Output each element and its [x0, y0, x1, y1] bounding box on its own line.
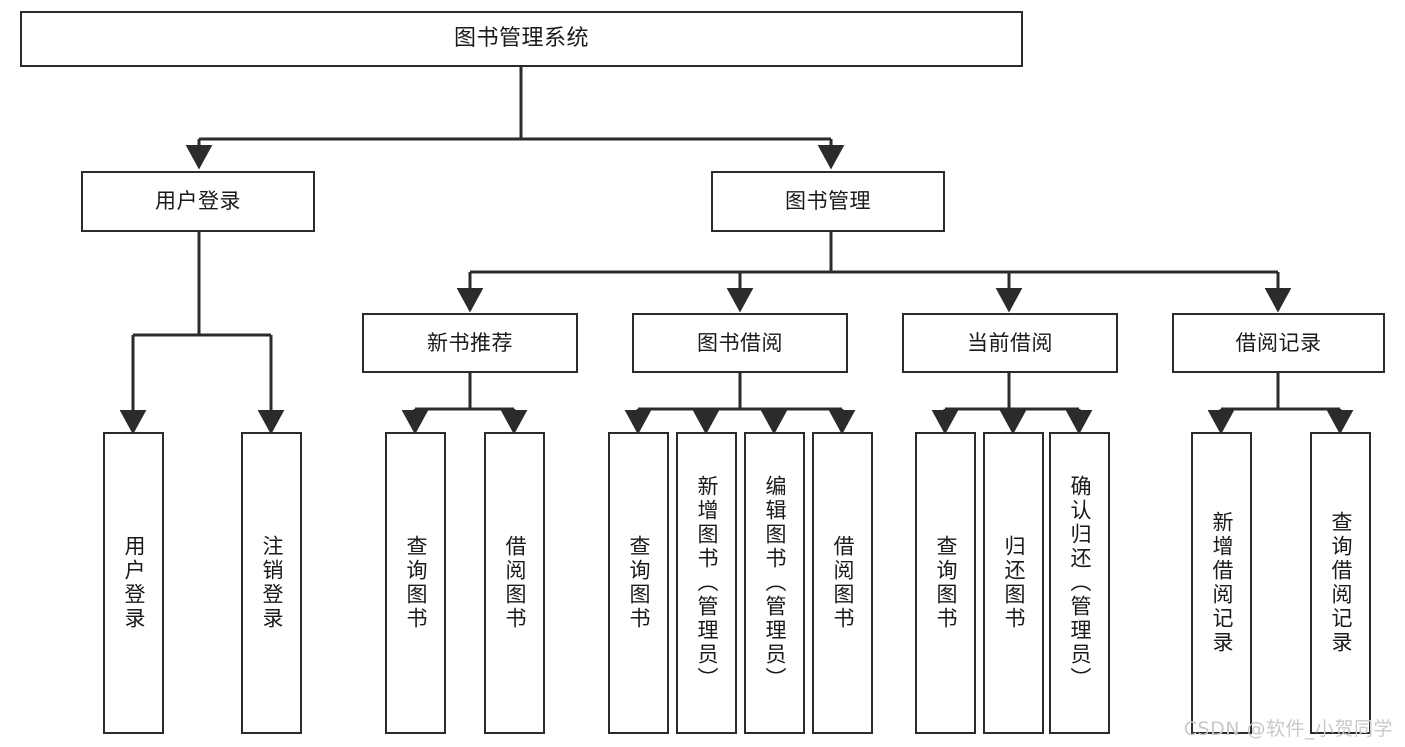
node-label: 查询借阅记录 [1329, 511, 1353, 655]
node-root-book-management-system[interactable]: 图书管理系统 [20, 11, 1023, 67]
leaf-borrow-book-1[interactable]: 借阅图书 [484, 432, 545, 734]
node-label: 借阅图书 [831, 535, 855, 631]
node-label: 查询图书 [627, 535, 651, 631]
node-label: 查询图书 [934, 535, 958, 631]
node-label: 新增借阅记录 [1210, 511, 1234, 655]
node-borrow-record[interactable]: 借阅记录 [1172, 313, 1385, 373]
node-user-login[interactable]: 用户登录 [81, 171, 315, 232]
leaf-user-logout[interactable]: 注销登录 [241, 432, 302, 734]
node-label: 当前借阅 [967, 330, 1053, 355]
node-label: 图书管理系统 [453, 26, 589, 52]
leaf-query-book-2[interactable]: 查询图书 [608, 432, 669, 734]
leaf-query-record[interactable]: 查询借阅记录 [1310, 432, 1371, 734]
leaf-borrow-book-2[interactable]: 借阅图书 [812, 432, 873, 734]
csdn-watermark: CSDN @软件_小贺同学 [1183, 718, 1393, 740]
leaf-return-book[interactable]: 归还图书 [983, 432, 1044, 734]
node-label: 借阅记录 [1235, 330, 1322, 355]
node-label: 注销登录 [260, 535, 284, 631]
node-book-borrow[interactable]: 图书借阅 [632, 313, 848, 373]
node-label: 新书推荐 [427, 330, 513, 355]
leaf-query-book-3[interactable]: 查询图书 [915, 432, 976, 734]
node-label: 用户登录 [122, 535, 146, 631]
node-label: 编辑图书（管理员） [763, 475, 787, 691]
node-label: 归还图书 [1002, 535, 1026, 631]
leaf-add-book[interactable]: 新增图书（管理员） [676, 432, 737, 734]
leaf-query-book-1[interactable]: 查询图书 [385, 432, 446, 734]
leaf-confirm-return[interactable]: 确认归还（管理员） [1049, 432, 1110, 734]
node-label: 图书管理 [785, 189, 871, 214]
node-current-borrow[interactable]: 当前借阅 [902, 313, 1118, 373]
leaf-user-login[interactable]: 用户登录 [103, 432, 164, 734]
node-label: 用户登录 [155, 189, 241, 214]
node-label: 新增图书（管理员） [695, 475, 719, 691]
leaf-edit-book[interactable]: 编辑图书（管理员） [744, 432, 805, 734]
node-label: 图书借阅 [697, 330, 783, 355]
node-book-manage[interactable]: 图书管理 [711, 171, 945, 232]
node-label: 借阅图书 [503, 535, 527, 631]
node-label: 查询图书 [404, 535, 428, 631]
node-label: 确认归还（管理员） [1068, 475, 1092, 691]
leaf-add-record[interactable]: 新增借阅记录 [1191, 432, 1252, 734]
node-new-book-recommend[interactable]: 新书推荐 [362, 313, 578, 373]
